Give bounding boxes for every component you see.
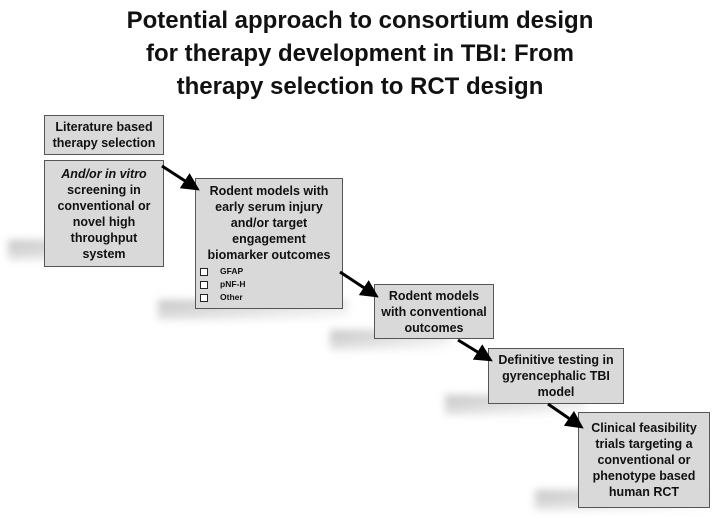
step-clinical-line-1: Clinical feasibility (591, 421, 697, 435)
arrow-4 (547, 402, 584, 429)
step-in-vitro-line-3: novel high (72, 214, 136, 229)
step-rodent-conventional-box: Rodent models with conventional outcomes (374, 284, 494, 339)
checkbox-icon (200, 280, 208, 289)
step-rodent-conventional-line-3: outcomes (404, 320, 464, 335)
step-definitive-line-3: model (537, 385, 575, 399)
step-rodent-conventional-line-1: Rodent models (388, 288, 480, 303)
step-rodent-biomarker-box: Rodent models with early serum injury an… (195, 178, 343, 309)
step-clinical-line-3: conventional or (597, 453, 691, 467)
step-literature-line-2: therapy selection (52, 136, 156, 150)
checkbox-icon (200, 293, 208, 302)
step-definitive-line-1: Definitive testing in (498, 353, 614, 367)
arrow-2 (339, 270, 379, 298)
biomarker-checklist: GFAP pNF-H Other (200, 265, 246, 304)
step-literature-line-1: Literature based (55, 120, 153, 134)
step-clinical-line-4: phenotype based (592, 469, 696, 483)
step-clinical-box: Clinical feasibility trials targeting a … (578, 412, 710, 508)
checklist-label: Other (220, 292, 243, 302)
checklist-item-gfap: GFAP (200, 265, 246, 278)
step-clinical-line-5: human RCT (608, 485, 680, 499)
step-rodent-biomarker-line-5: biomarker outcomes (207, 248, 331, 262)
step-rodent-biomarker-line-1: Rodent models with (209, 184, 329, 198)
step-definitive-line-2: gyrencephalic TBI (502, 369, 610, 383)
checklist-label: GFAP (220, 266, 244, 276)
step-in-vitro-line-5: system (82, 246, 126, 261)
step-in-vitro-box: And/or in vitro screening in conventiona… (44, 160, 164, 267)
checklist-item-other: Other (200, 291, 246, 304)
step-rodent-biomarker-line-2: early serum injury (215, 200, 323, 214)
title-line-2: for therapy development in TBI: From (145, 40, 575, 67)
title-line-3: therapy selection to RCT design (176, 73, 544, 100)
step-literature-box: Literature based therapy selection (44, 115, 164, 155)
step-in-vitro-line-1: screening in (67, 182, 141, 197)
step-in-vitro-line-2: conventional or (57, 198, 151, 213)
step-rodent-biomarker-line-3: and/or target (230, 216, 308, 230)
checklist-item-pnfh: pNF-H (200, 278, 246, 291)
arrow-1 (161, 164, 200, 191)
step-rodent-conventional-line-2: with conventional (381, 304, 487, 319)
step-definitive-box: Definitive testing in gyrencephalic TBI … (488, 348, 624, 404)
checkbox-icon (200, 267, 208, 276)
arrow-3 (457, 338, 493, 362)
step-rodent-biomarker-line-4: engagement (232, 232, 306, 246)
step-clinical-line-2: trials targeting a (595, 437, 693, 451)
checklist-label: pNF-H (220, 279, 246, 289)
step-in-vitro-italic: And/or in vitro (61, 166, 147, 181)
diagram-title: Potential approach to consortium design … (0, 4, 720, 103)
title-line-1: Potential approach to consortium design (126, 7, 594, 34)
step-in-vitro-line-4: throughput (70, 230, 138, 245)
